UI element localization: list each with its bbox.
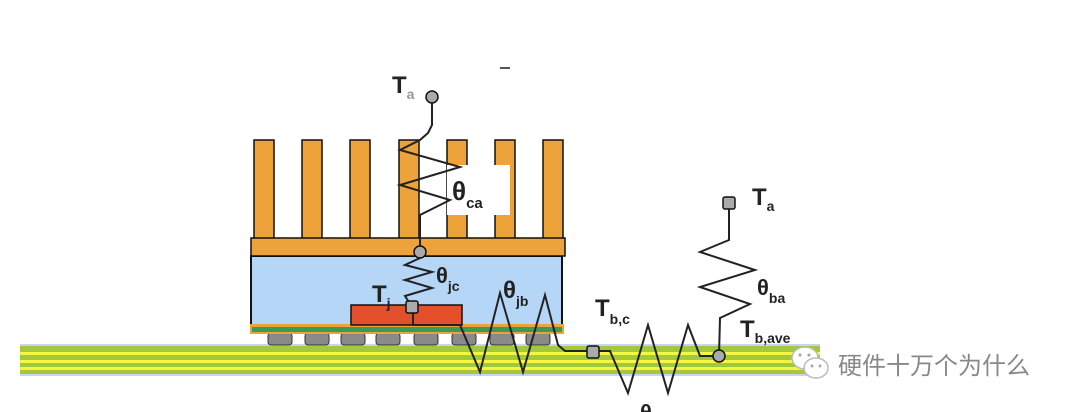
resistor-theta-ba (696, 203, 759, 357)
label-theta-ca: θca (452, 176, 483, 212)
label-t-top: Ta (392, 72, 415, 102)
node-tbc (586, 345, 600, 359)
pcb-board (20, 344, 820, 376)
node-ta-top (425, 90, 439, 104)
label-backdrop (447, 165, 510, 215)
label-bottom-theta: θ (640, 400, 652, 412)
substrate-core (252, 327, 562, 332)
resistor-theta-jc (401, 252, 436, 308)
label-theta-jc: θjc (436, 263, 460, 294)
label-tbave: Tb,ave (740, 316, 791, 346)
label-tbc: Tb,c (595, 295, 630, 327)
label-theta-ba: θba (757, 275, 785, 306)
watermark-text: 硬件十万个为什么 (838, 351, 1030, 380)
heatsink (250, 139, 566, 257)
solder-balls (267, 332, 551, 346)
label-tj: Tj (372, 281, 391, 311)
label-theta-jb: θjb (503, 277, 528, 309)
node-ta (722, 196, 736, 210)
resistor-theta-ca (396, 97, 464, 252)
node-tj (405, 300, 419, 314)
node-tc (413, 245, 427, 259)
resistor-theta-jb (412, 289, 592, 376)
resistor-theta-b (592, 321, 718, 397)
node-tbave (712, 349, 726, 363)
label-ta: Ta (752, 184, 775, 214)
watermark: 硬件十万个为什么 (790, 345, 1030, 381)
wechat-icon (791, 346, 829, 379)
